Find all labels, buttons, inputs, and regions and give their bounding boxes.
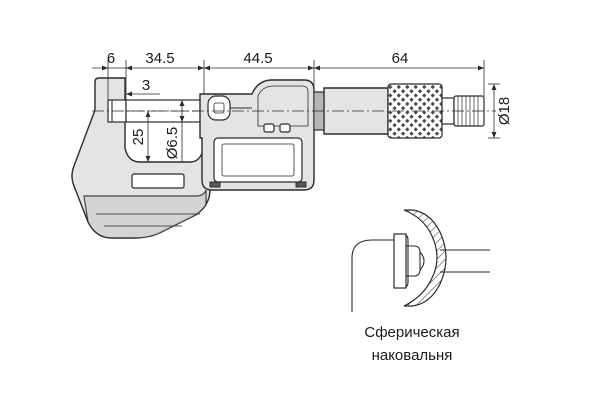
dimension-diameter-18: Ø18	[496, 97, 513, 125]
dimension-6: 6	[107, 50, 115, 67]
dimension-lines	[92, 60, 500, 162]
dimension-64: 64	[392, 50, 409, 67]
caption-line-1: Сферическая	[364, 324, 459, 341]
dimension-diameter-6-5: Ø6.5	[164, 127, 181, 160]
display-housing	[199, 79, 315, 191]
dimension-3: 3	[142, 77, 150, 94]
caption-line-2: наковальня	[372, 347, 453, 364]
micrometer-frame	[71, 77, 211, 239]
spherical-anvil-detail	[351, 209, 490, 312]
dimension-34-5: 34.5	[145, 50, 174, 67]
dimension-25: 25	[130, 129, 147, 146]
dimension-44-5: 44.5	[243, 50, 272, 67]
